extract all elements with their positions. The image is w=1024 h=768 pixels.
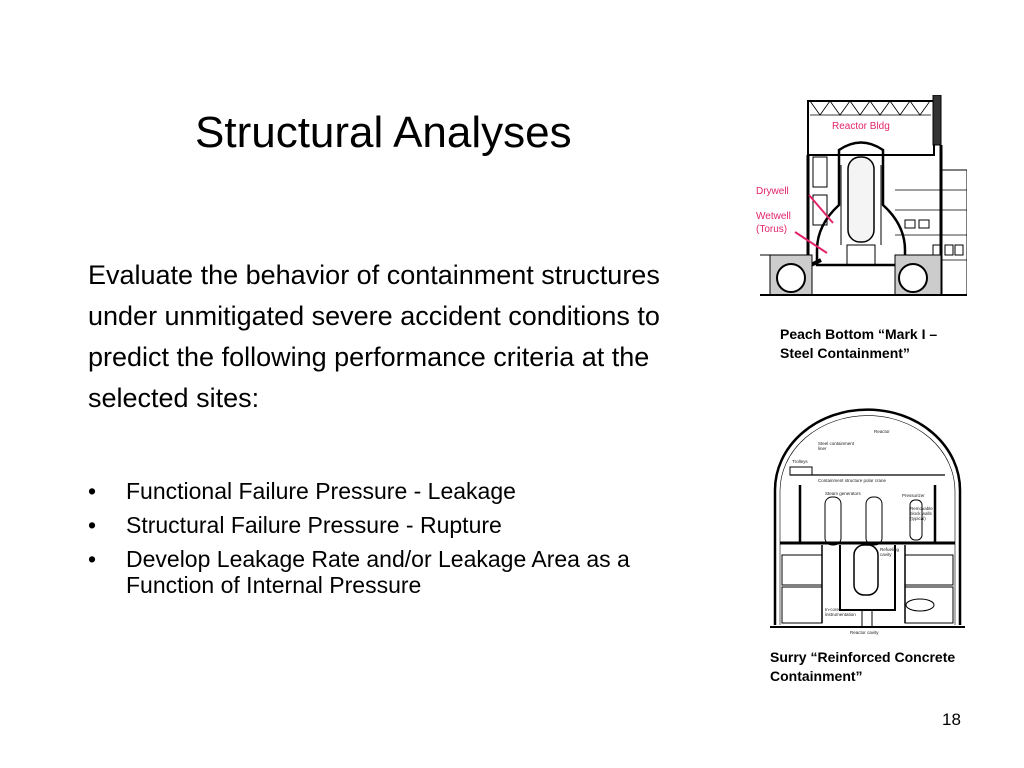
label-torus: (Torus) — [756, 224, 787, 235]
label-incore: In-core — [825, 607, 840, 612]
label-trolleys: Trolleys — [792, 459, 808, 464]
label-pressurizer: Pressurizer — [902, 493, 925, 498]
bullet-text: Structural Failure Pressure - Rupture — [126, 512, 502, 538]
bullet-text: Develop Leakage Rate and/or Leakage Area… — [126, 546, 630, 598]
bullet-glyph: • — [88, 546, 97, 572]
label-reactor: Reactor — [874, 429, 890, 434]
label-removable: block walls — [910, 511, 933, 516]
label-reactor-bldg: Reactor Bldg — [832, 121, 890, 132]
page-number: 18 — [942, 710, 961, 729]
label-reactor-cavity: Reactor cavity — [850, 630, 879, 635]
intro-paragraph: Evaluate the behavior of containment str… — [88, 260, 660, 413]
caption-surry: Surry “Reinforced Concrete Containment” — [770, 648, 1010, 686]
caption-line: Surry “Reinforced Concrete — [770, 649, 956, 665]
bullet-glyph: • — [88, 478, 97, 504]
bullet-item: • Structural Failure Pressure - Rupture — [88, 512, 698, 538]
label-removable: (typical) — [910, 516, 926, 521]
caption-line: Containment” — [770, 668, 863, 684]
bullet-item: • Develop Leakage Rate and/or Leakage Are… — [88, 546, 698, 598]
label-wetwell: Wetwell — [756, 211, 791, 222]
bullet-list: • Functional Failure Pressure - Leakage •… — [88, 478, 698, 606]
caption-mark-i: Peach Bottom “Mark I – Steel Containment… — [780, 325, 995, 363]
bullet-text: Functional Failure Pressure - Leakage — [126, 478, 516, 504]
slide-title: Structural Analyses — [195, 108, 572, 157]
caption-line: Peach Bottom “Mark I – — [780, 326, 938, 342]
bullet-item: • Functional Failure Pressure - Leakage — [88, 478, 698, 504]
caption-line: Steel Containment” — [780, 345, 910, 361]
label-liner: Steel containment — [818, 441, 855, 446]
mark-i-containment-diagram: Reactor Bldg Drywell Wetwell (Torus) — [756, 95, 967, 296]
label-refueling: Refueling — [880, 547, 900, 552]
label-refueling: cavity — [880, 552, 892, 557]
label-incore: instrumentation — [825, 612, 856, 617]
label-removable: Removable — [910, 506, 933, 511]
bullet-glyph: • — [88, 512, 97, 538]
label-crane: Containment structure polar crane — [818, 478, 887, 483]
label-drywell: Drywell — [756, 186, 789, 197]
label-liner: liner — [818, 446, 827, 451]
surry-containment-diagram: Reactor Steel containment liner Trolleys… — [770, 408, 965, 635]
label-steam-generators: Steam generators — [825, 491, 862, 496]
